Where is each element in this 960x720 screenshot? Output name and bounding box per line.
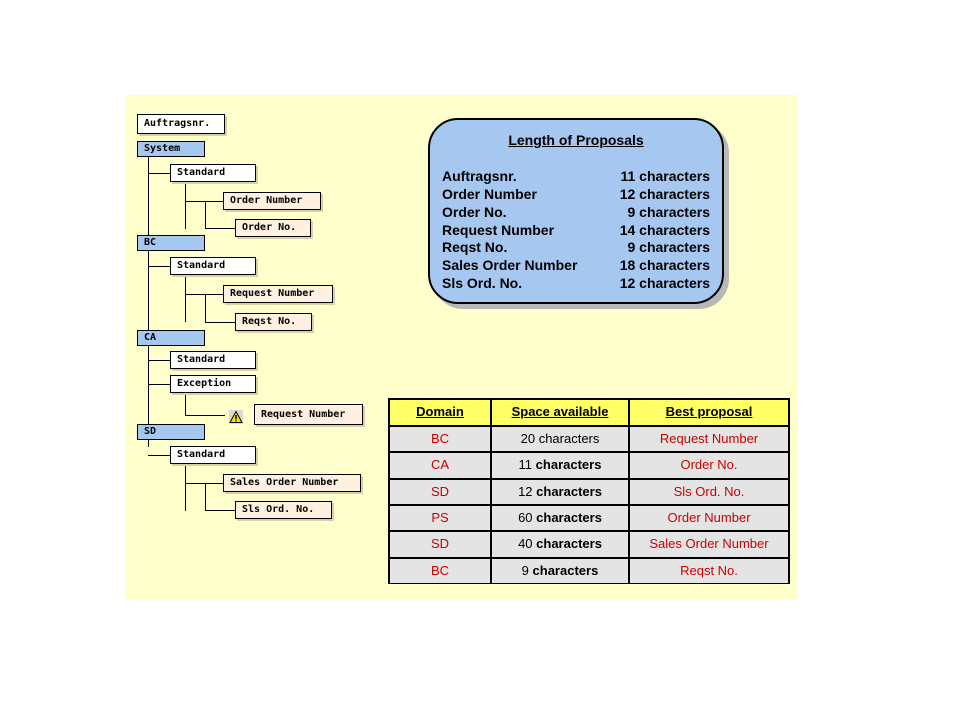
proposal-row: Request Number 14 characters — [442, 222, 710, 240]
domain-cell: SD — [389, 479, 491, 505]
domain-cell: PS — [389, 505, 491, 531]
best-proposal-cell: Order No. — [629, 452, 789, 479]
proposal-name: Order No. — [442, 204, 507, 220]
column-header-domain: Domain — [389, 399, 491, 426]
proposal-length: 14 characters — [619, 222, 710, 238]
proposal-length: 18 characters — [619, 257, 710, 273]
proposal-length: 12 characters — [619, 275, 710, 291]
tree-leaf-node: Sales Order Number — [223, 474, 361, 492]
space-unit: characters — [532, 563, 599, 578]
tree-node-exception: Exception — [170, 375, 256, 393]
space-unit: characters — [535, 457, 602, 472]
proposal-name: Reqst No. — [442, 239, 508, 255]
space-available-cell: 40 characters — [491, 531, 629, 558]
tree-leaf-node: Order No. — [235, 219, 311, 237]
tree-root-node: Auftragsnr. — [137, 114, 225, 134]
space-available-cell: 60 characters — [491, 505, 629, 531]
tree-node-standard: Standard — [170, 351, 256, 369]
space-available-cell: 11 characters — [491, 452, 629, 479]
column-header-proposal: Best proposal — [629, 399, 789, 426]
tree-node-standard: Standard — [170, 257, 256, 275]
space-number: 20 — [520, 431, 536, 446]
space-available-cell: 9 characters — [491, 558, 629, 584]
space-available-cell: 12 characters — [491, 479, 629, 505]
proposal-name: Sales Order Number — [442, 257, 578, 273]
length-of-proposals-box: Length of Proposals Auftragsnr. 11 chara… — [428, 118, 724, 304]
space-available-cell: 20 characters — [491, 426, 629, 452]
warning-icon — [229, 410, 243, 424]
proposal-length: 9 characters — [627, 204, 710, 220]
space-number: 40 — [518, 536, 533, 551]
proposal-row: Order Number 12 characters — [442, 186, 710, 204]
domain-node-ca: CA — [137, 330, 205, 346]
column-header-space: Space available — [491, 399, 629, 426]
best-proposal-cell: Sls Ord. No. — [629, 479, 789, 505]
tree-leaf-node: Request Number — [223, 285, 333, 303]
proposal-row: Sales Order Number 18 characters — [442, 257, 710, 275]
space-unit: characters — [536, 536, 602, 551]
best-proposal-cell: Order Number — [629, 505, 789, 531]
space-number: 12 — [518, 484, 533, 499]
proposal-length: 9 characters — [627, 239, 710, 255]
domain-node-system: System — [137, 141, 205, 157]
space-number: 11 — [518, 457, 533, 472]
domain-node-bc: BC — [137, 235, 205, 251]
domain-cell: CA — [389, 452, 491, 479]
tree-node-standard: Standard — [170, 164, 256, 182]
domain-node-sd: SD — [137, 424, 205, 440]
space-number: 9 — [521, 563, 529, 578]
domain-cell: SD — [389, 531, 491, 558]
tree-leaf-node: Order Number — [223, 192, 321, 210]
proposal-length: 12 characters — [619, 186, 710, 202]
best-proposal-cell: Request Number — [629, 426, 789, 452]
proposal-row: Order No. 9 characters — [442, 204, 710, 222]
space-number: 60 — [518, 510, 533, 525]
proposal-length: 11 characters — [620, 168, 710, 184]
proposal-row: Reqst No. 9 characters — [442, 239, 710, 257]
domain-cell: BC — [389, 426, 491, 452]
domain-cell: BC — [389, 558, 491, 584]
proposal-name: Sls Ord. No. — [442, 275, 523, 291]
space-unit: characters — [538, 431, 600, 446]
best-proposal-cell: Reqst No. — [629, 558, 789, 584]
space-unit: characters — [536, 510, 602, 525]
proposal-row: Auftragsnr. 11 characters — [442, 168, 710, 186]
proposal-row: Sls Ord. No. 12 characters — [442, 275, 710, 293]
proposal-name: Request Number — [442, 222, 555, 238]
tree-leaf-node: Request Number — [254, 404, 363, 425]
proposals-title: Length of Proposals — [508, 132, 644, 148]
best-proposal-cell: Sales Order Number — [629, 531, 789, 558]
proposal-name: Order Number — [442, 186, 537, 202]
space-unit: characters — [536, 484, 602, 499]
proposal-name: Auftragsnr. — [442, 168, 517, 184]
tree-leaf-node: Reqst No. — [235, 313, 312, 331]
tree-node-standard: Standard — [170, 446, 256, 464]
tree-leaf-node: Sls Ord. No. — [235, 501, 332, 519]
